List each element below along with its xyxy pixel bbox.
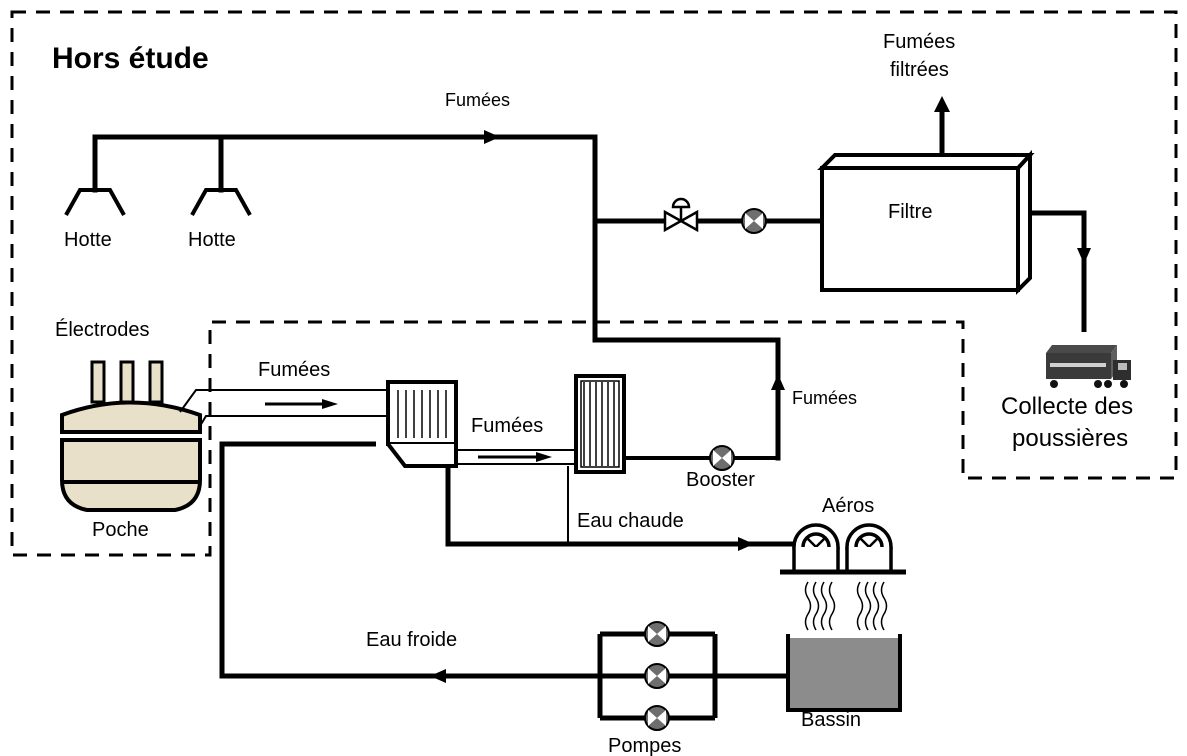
arrow-eau-froide <box>430 669 446 683</box>
filtre-box <box>817 149 1035 295</box>
bassin-tank <box>786 634 902 712</box>
label-hotte-1: Hotte <box>64 229 112 251</box>
hotte-2 <box>190 188 252 216</box>
arrow-fumees-right <box>771 374 785 390</box>
pump-1-icon <box>644 621 670 647</box>
label-fumees-filtrees-2: filtrées <box>890 59 949 81</box>
label-fumees-filtrees-1: Fumées <box>883 31 955 53</box>
hotte-1 <box>64 188 126 216</box>
truck-icon <box>1046 345 1131 388</box>
arrow-eau-chaude <box>738 537 754 551</box>
label-aeros: Aéros <box>822 495 874 517</box>
label-collecte-2: poussières <box>1012 425 1128 452</box>
label-eau-froide: Eau froide <box>366 629 457 651</box>
hood-ducts <box>92 134 825 461</box>
exchanger-duct <box>456 449 576 465</box>
label-filtre: Filtre <box>888 201 932 223</box>
label-electrodes: Électrodes <box>55 318 150 341</box>
label-fumees-right: Fumées <box>792 388 857 408</box>
aero-fan-2-icon <box>845 523 893 571</box>
arrow-duct <box>322 399 338 409</box>
hors-etude-boundary <box>10 10 1178 557</box>
hot-water-lines <box>445 466 795 547</box>
pump-2-icon <box>644 663 670 689</box>
fan-valve-top-icon <box>741 208 767 234</box>
arrow-fumees-top <box>484 130 500 144</box>
poche-icon <box>60 400 202 512</box>
label-eau-chaude: Eau chaude <box>577 510 684 532</box>
zone-title: Hors étude <box>52 42 209 75</box>
label-collecte-1: Collecte des <box>1001 393 1133 420</box>
flue-duct <box>179 389 388 427</box>
label-poche: Poche <box>92 519 149 541</box>
pump-3-icon <box>644 705 670 731</box>
label-bassin: Bassin <box>801 709 861 731</box>
label-fumees-duct: Fumées <box>258 359 330 381</box>
label-booster: Booster <box>686 469 755 491</box>
arrow-fumees-filtrees <box>934 96 950 112</box>
control-valve-icon <box>663 197 699 233</box>
arrow-exchanger <box>536 452 552 462</box>
heat-exchanger-2 <box>574 374 626 474</box>
label-hotte-2: Hotte <box>188 229 236 251</box>
arrow-dust <box>1077 248 1091 264</box>
heat-exchanger-1 <box>386 380 458 468</box>
label-fumees-top: Fumées <box>445 90 510 110</box>
dust-line <box>1030 210 1087 332</box>
label-fumees-exchanger: Fumées <box>471 415 543 437</box>
aero-fan-1-icon <box>792 523 840 571</box>
booster-icon <box>709 445 735 471</box>
cold-water-lines <box>219 441 788 721</box>
electrodes-icon <box>90 360 164 404</box>
label-pompes: Pompes <box>608 735 681 756</box>
steam-waves-icon <box>804 581 888 631</box>
